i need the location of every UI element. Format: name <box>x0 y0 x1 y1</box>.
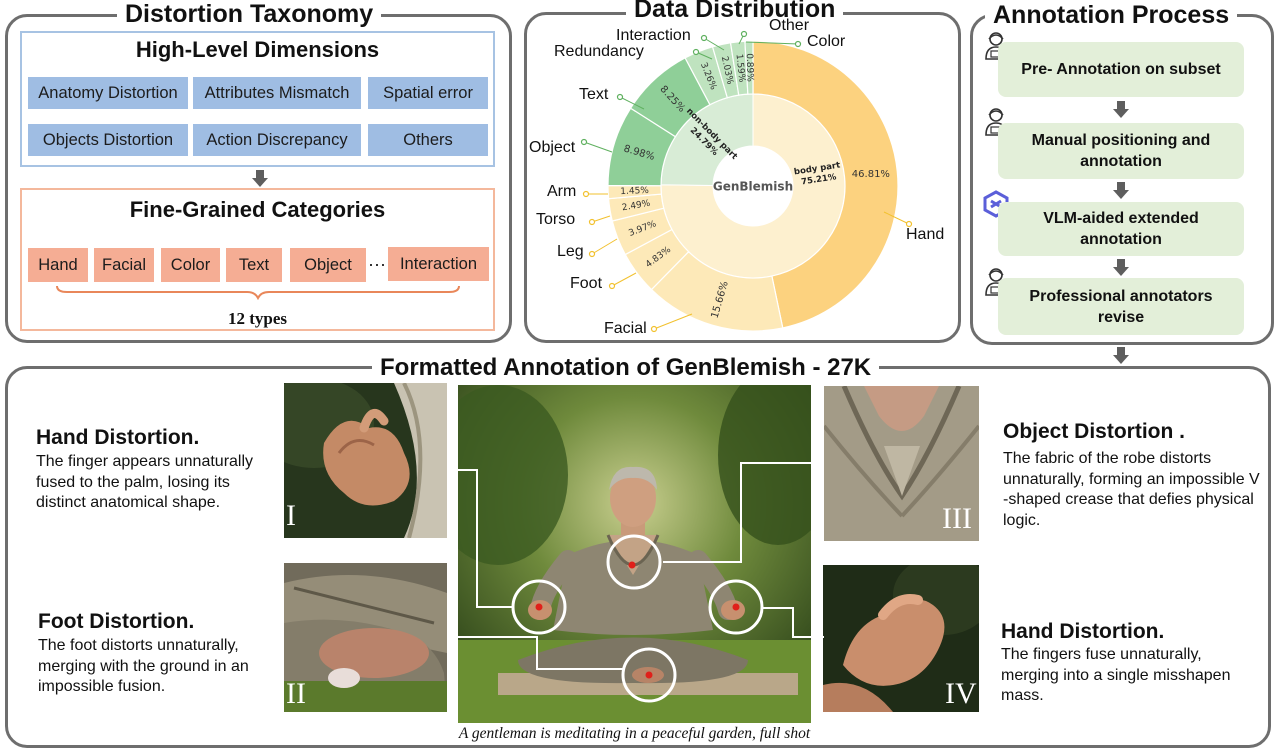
chip-attributes-mismatch: Attributes Mismatch <box>193 77 361 109</box>
chip-spatial-error: Spatial error <box>368 77 488 109</box>
process-title: Annotation Process <box>985 1 1238 29</box>
leader-dot-object <box>580 138 588 146</box>
chip-others: Others <box>368 124 488 156</box>
category-label-other: Other <box>769 17 810 34</box>
annotation-desc-3: The fabric of the robe distorts unnatura… <box>1003 450 1260 529</box>
process-arrow-3 <box>1113 259 1129 277</box>
outer-slice-color <box>744 40 754 95</box>
leader-line-leg <box>591 238 618 255</box>
numeral-iii: III <box>942 502 972 535</box>
leader-line-interaction <box>703 37 725 51</box>
chip-action-discrepancy: Action Discrepancy <box>193 124 361 156</box>
step-professional-revise: Professional annotators revise <box>998 278 1244 335</box>
high-level-box <box>20 31 495 167</box>
crop-robe-closeup: III <box>824 386 979 541</box>
numeral-iv: IV <box>945 677 977 710</box>
leader-dot-torso <box>588 218 596 226</box>
leader-dot-facial <box>650 325 658 333</box>
category-label-interaction: Interaction <box>616 27 691 44</box>
leader-dot-redundancy <box>692 48 700 56</box>
fine-grained-box <box>20 188 495 331</box>
category-label-leg: Leg <box>557 243 584 260</box>
chip-objects-distortion: Objects Distortion <box>28 124 188 156</box>
leader-line-object <box>583 141 613 153</box>
chip-anatomy-distortion: Anatomy Distortion <box>28 77 188 109</box>
leader-dot-other <box>740 30 748 38</box>
outer-slice-hand <box>752 40 899 329</box>
leader-line-color <box>745 41 799 45</box>
leader-line-facial <box>653 313 693 330</box>
chip-color: Color <box>161 248 220 282</box>
taxonomy-title: Distortion Taxonomy <box>117 0 382 28</box>
numeral-i: I <box>286 499 296 532</box>
step-vlm-aided: VLM-aided extended annotation <box>998 202 1244 256</box>
chip-facial: Facial <box>94 248 154 282</box>
process-to-formatted-arrow <box>1113 347 1129 365</box>
leader-dot-hand <box>905 220 913 228</box>
leader-line-torso <box>591 215 611 223</box>
annotation-title-2: Foot Distortion. <box>38 610 195 633</box>
category-label-redundancy: Redundancy <box>554 43 644 60</box>
category-label-object: Object <box>529 139 576 156</box>
slice-value-other: 1.59% <box>734 53 747 83</box>
slice-value-torso: 2.49% <box>621 199 651 214</box>
leader-line-hand <box>883 211 910 225</box>
category-label-arm: Arm <box>547 183 576 200</box>
chip-object: Object <box>290 248 366 282</box>
distribution-donut: 46.81%15.66%4.83%3.97%2.49%1.45%8.98%8.2… <box>529 17 944 337</box>
leader-dot-color <box>794 40 802 48</box>
annotation-title-3: Object Distortion . <box>1003 420 1186 443</box>
ellipsis: ··· <box>368 254 386 274</box>
process-arrow-2 <box>1113 182 1129 200</box>
slice-value-arm: 1.45% <box>620 186 649 197</box>
slice-value-hand: 46.81% <box>852 169 890 180</box>
slice-value-color: 0.89% <box>744 53 755 82</box>
crop-foot-closeup: II <box>284 563 447 712</box>
category-label-text: Text <box>579 86 609 103</box>
leader-line-text <box>619 96 645 110</box>
leader-line-foot <box>611 272 637 287</box>
leader-dot-leg <box>588 250 596 258</box>
leader-dot-foot <box>608 282 616 290</box>
crop-hand-closeup-1: I <box>284 383 447 538</box>
category-label-foot: Foot <box>570 275 603 292</box>
leader-dot-interaction <box>700 34 708 42</box>
process-arrow-1 <box>1113 101 1129 119</box>
numeral-ii: II <box>286 677 306 710</box>
leader-dot-text <box>616 93 624 101</box>
step-manual-positioning: Manual positioning and annotation <box>998 123 1244 179</box>
photo-caption: A gentleman is meditating in a peaceful … <box>458 725 811 742</box>
brace <box>56 285 460 300</box>
annotation-title-1: Hand Distortion. <box>36 426 200 449</box>
formatted-title: Formatted Annotation of GenBlemish - 27K <box>372 354 880 382</box>
category-label-facial: Facial <box>604 320 647 337</box>
annotation-desc-4: The fingers fuse unnaturally, merging in… <box>1001 646 1231 704</box>
fine-grained-title: Fine-Grained Categories <box>129 197 386 222</box>
taxonomy-down-arrow <box>252 170 268 188</box>
types-count: 12 types <box>227 309 288 328</box>
chip-hand: Hand <box>28 248 88 282</box>
annotation-title-4: Hand Distortion. <box>1001 620 1165 643</box>
leader-dot-arm <box>582 190 590 198</box>
annotation-desc-2: The foot distorts unnaturally, merging w… <box>38 637 249 695</box>
step-pre-annotation: Pre- Annotation on subset <box>998 42 1244 97</box>
center-label: GenBlemish <box>713 180 793 194</box>
chip-interaction: Interaction <box>388 247 489 281</box>
crop-hand-closeup-2: IV <box>823 565 979 712</box>
donut-hole <box>713 146 793 226</box>
distribution-title: Data Distribution <box>626 0 844 23</box>
annotation-desc-1: The finger appears unnaturally fused to … <box>36 453 254 511</box>
high-level-title: High-Level Dimensions <box>135 37 380 62</box>
category-label-color: Color <box>807 33 846 50</box>
chip-text: Text <box>226 248 282 282</box>
category-label-torso: Torso <box>536 211 575 228</box>
category-label-hand: Hand <box>906 226 944 243</box>
